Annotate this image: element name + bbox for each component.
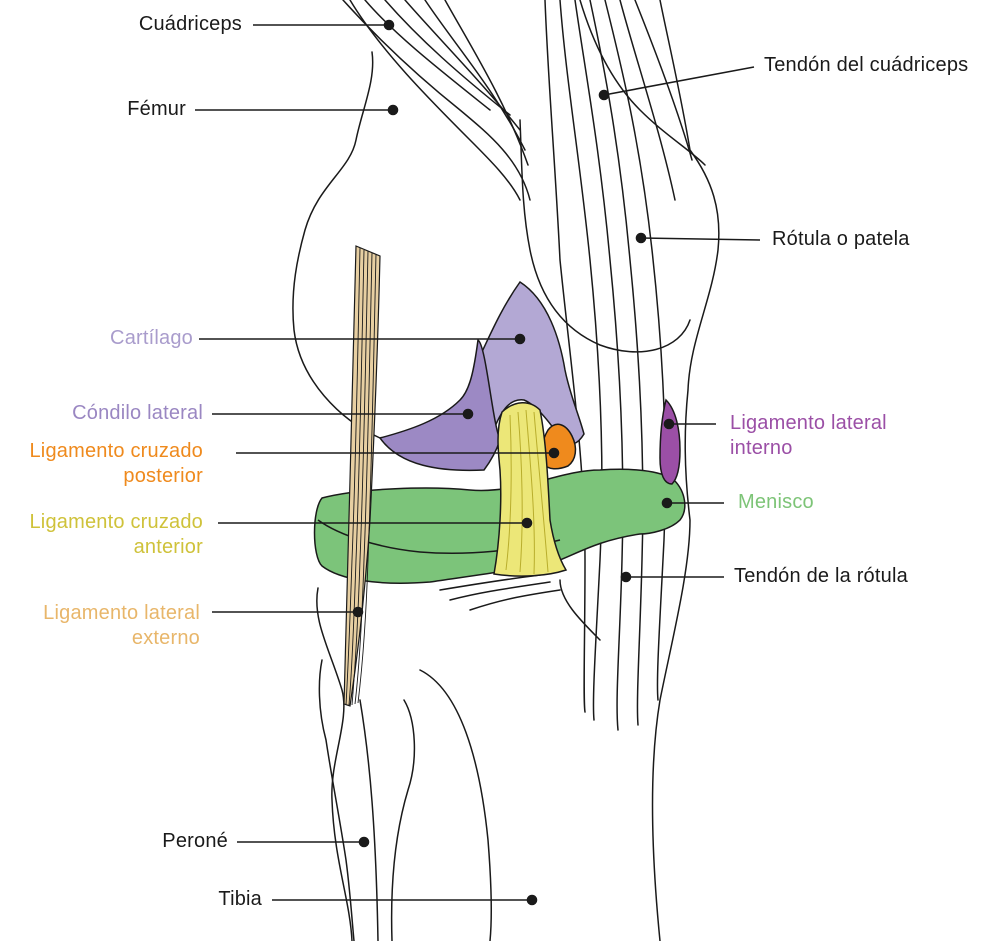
- label-ligamento-cruzado-posterior: Ligamento cruzado posterior: [29, 439, 203, 489]
- menisco-dot: [661, 497, 673, 509]
- label-cartilago: Cartílago: [110, 327, 193, 349]
- label-lcp-line1: Ligamento cruzado: [29, 440, 203, 462]
- label-tendon-cuadriceps: Tendón del cuádriceps: [764, 54, 969, 76]
- lli-shape: [659, 398, 681, 485]
- label-ligamento-cruzado-anterior: Ligamento cruzado anterior: [29, 510, 203, 560]
- label-tibia: Tibia: [218, 888, 262, 910]
- label-femur: Fémur: [127, 98, 186, 120]
- label-lca-line1: Ligamento cruzado: [29, 511, 203, 533]
- label-ligamento-lateral-interno: Ligamento lateral interno: [730, 411, 887, 461]
- label-lli-line1: Ligamento lateral: [730, 412, 887, 434]
- label-condilo-lateral: Cóndilo lateral: [72, 402, 203, 424]
- label-lle-line2: externo: [131, 627, 200, 649]
- condilo-dot: [462, 408, 474, 420]
- label-tendon-rotula: Tendón de la rótula: [734, 565, 908, 587]
- lli-dot: [663, 418, 675, 430]
- femur-outline: [292, 51, 381, 439]
- label-menisco: Menisco: [738, 491, 814, 513]
- label-cuadriceps: Cuádriceps: [138, 13, 242, 35]
- label-rotula: Rótula o patela: [772, 228, 910, 250]
- lca-shape: [493, 402, 568, 577]
- rotula-dot: [635, 232, 647, 244]
- tendon-cuadriceps-dot: [598, 89, 610, 101]
- patella-outline: [651, 0, 720, 941]
- condilo-shape: [378, 338, 501, 472]
- label-lli-line2: interno: [730, 437, 793, 459]
- tibia-outline: [316, 587, 353, 941]
- lle-dot: [352, 606, 364, 618]
- tibia-dot: [526, 894, 538, 906]
- cuadriceps-dot: [383, 19, 395, 31]
- tendon-rotula-dot: [620, 571, 632, 583]
- label-lcp-line2: posterior: [123, 465, 203, 487]
- label-lca-line2: anterior: [133, 536, 203, 558]
- lca-dot: [521, 517, 533, 529]
- label-ligamento-lateral-externo: Ligamento lateral externo: [43, 601, 200, 651]
- perone-dot: [358, 836, 370, 848]
- label-perone: Peroné: [162, 830, 228, 852]
- cartilago-dot: [514, 333, 526, 345]
- lcp-dot: [548, 447, 560, 459]
- femur-dot: [387, 104, 399, 116]
- fibula-outline: [318, 659, 355, 941]
- label-lle-line1: Ligamento lateral: [43, 602, 200, 624]
